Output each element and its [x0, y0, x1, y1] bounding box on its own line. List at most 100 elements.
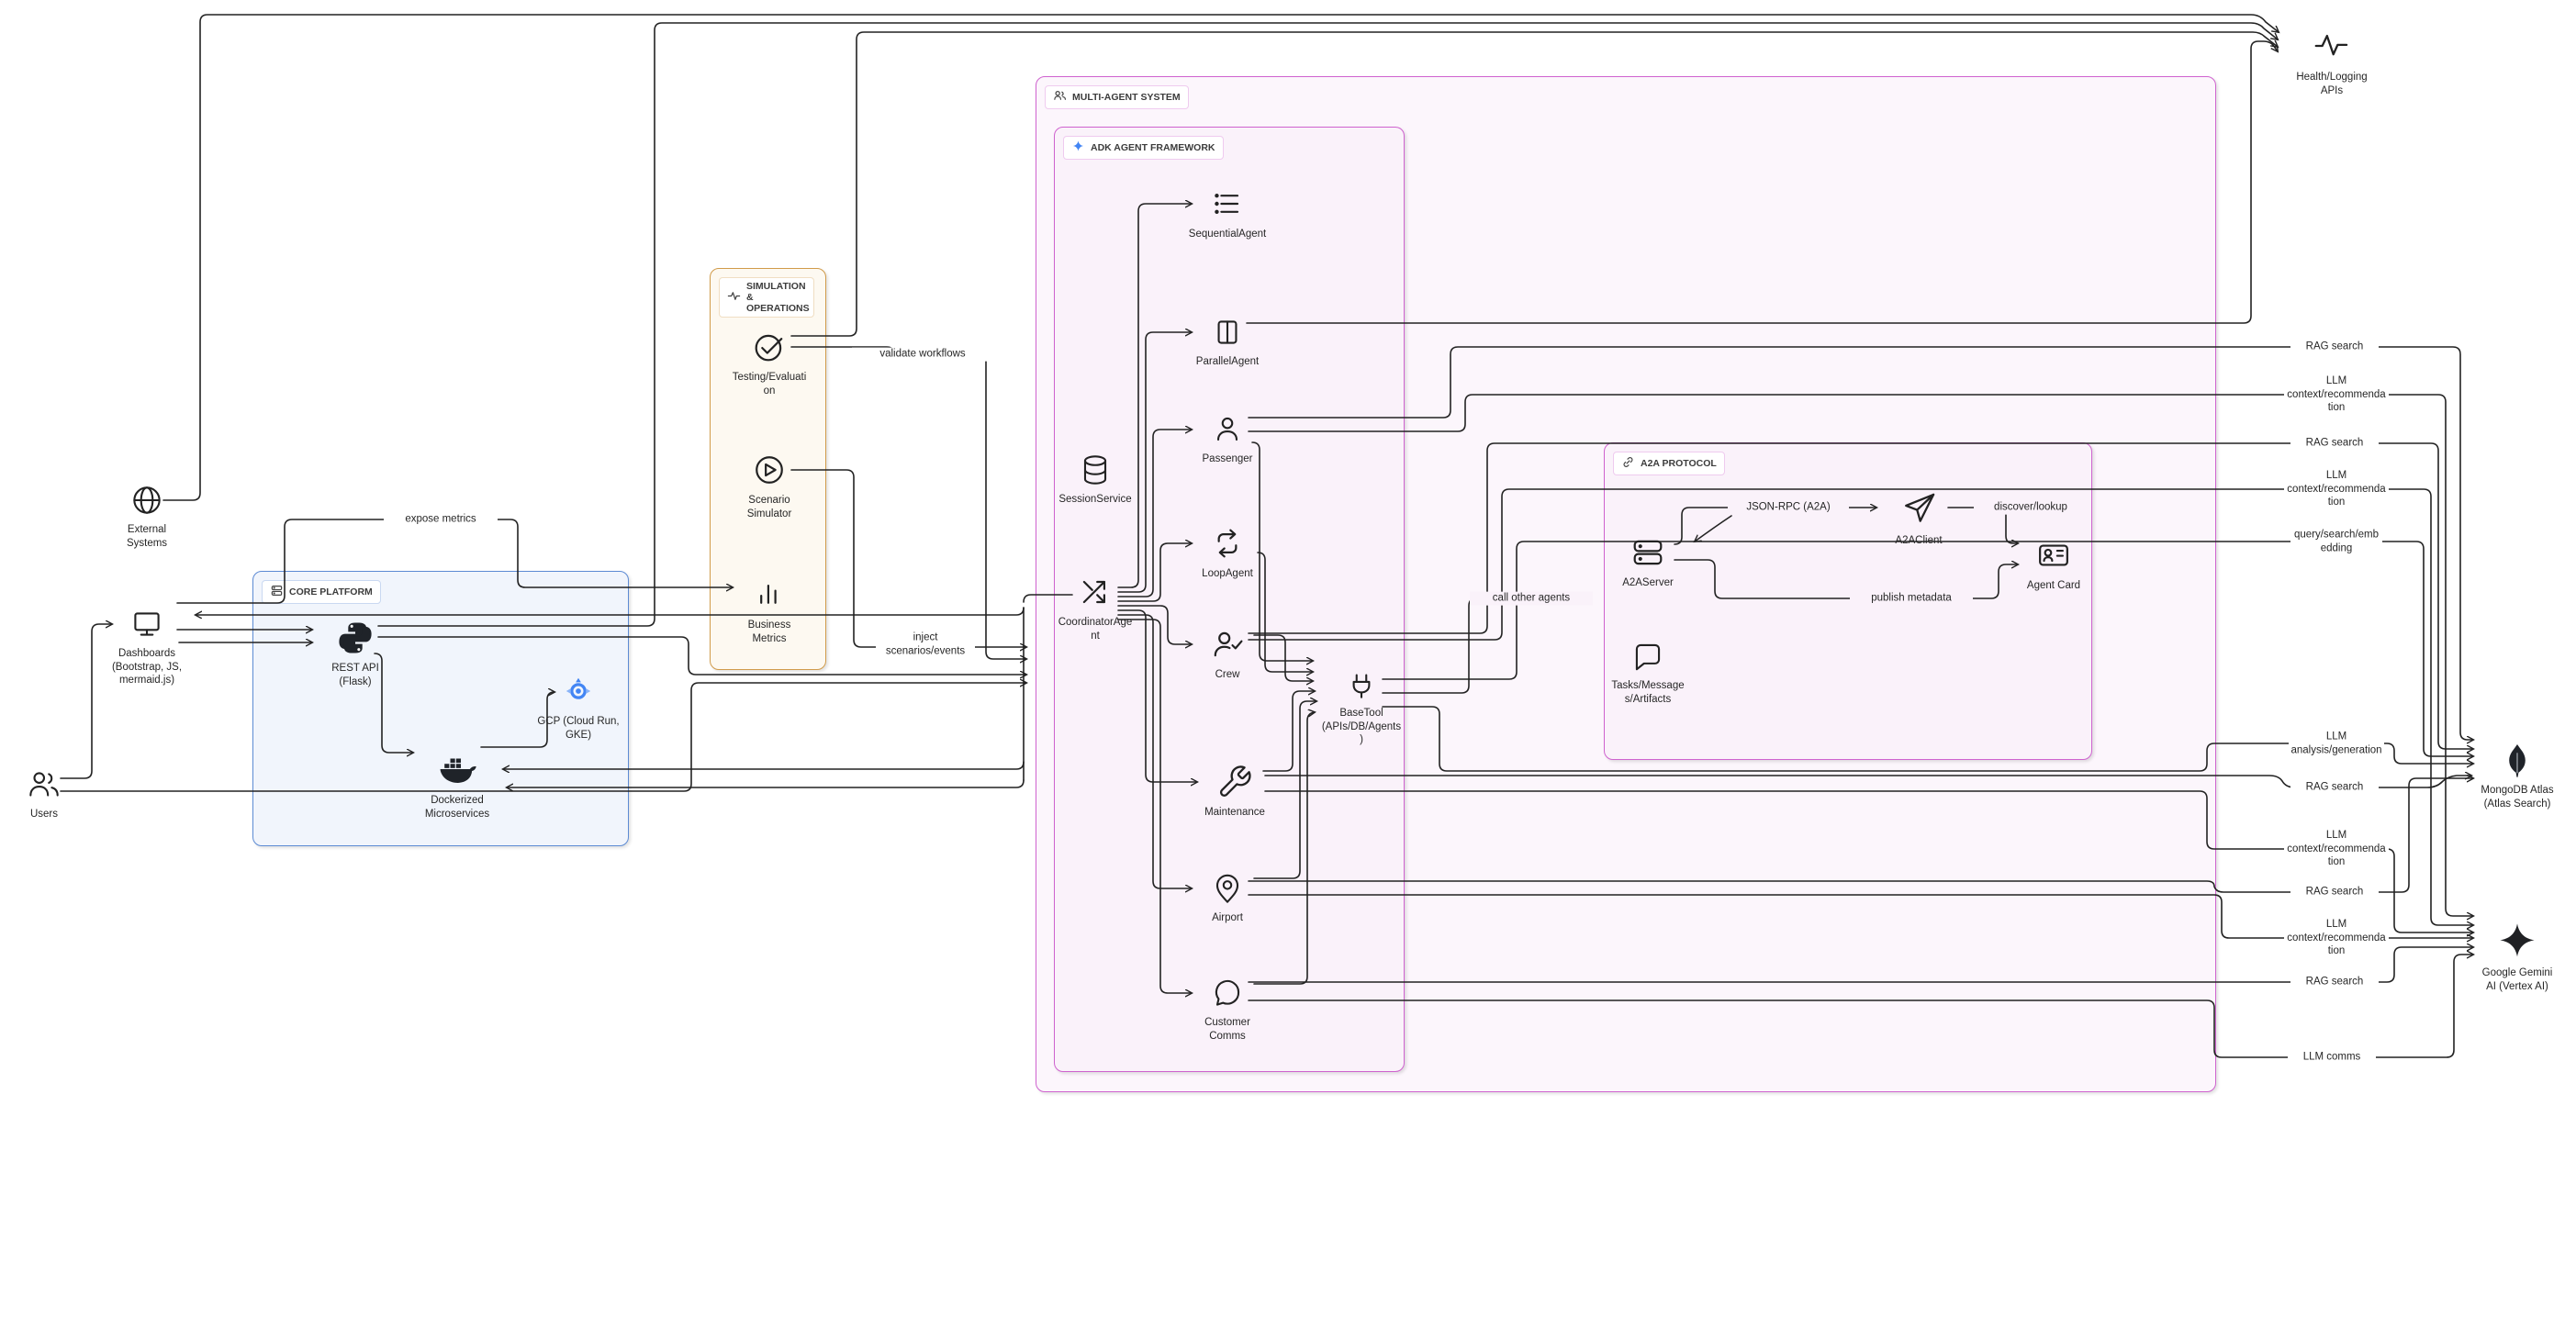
- edge-label-3: call other agents: [1470, 591, 1593, 606]
- edge-label-11: query/search/embedding: [2290, 528, 2382, 555]
- node-dashboards: Dashboards (Bootstrap, JS, mermaid.js): [105, 605, 189, 687]
- node-label-metrics: Business Metrics: [747, 620, 791, 644]
- check-circle-icon: [749, 327, 790, 367]
- edge-label-13: RAG search: [2290, 780, 2379, 795]
- plug-icon: [1342, 664, 1381, 703]
- node-label-maintenance: Maintenance: [1204, 807, 1265, 818]
- group-box-adk: [1054, 127, 1405, 1072]
- edge-label-15: RAG search: [2290, 885, 2379, 899]
- server-icon: [1628, 532, 1668, 573]
- edge-label-10: LLM context/recommendation: [2284, 468, 2389, 510]
- node-label-rest-api: REST API (Flask): [331, 663, 379, 687]
- node-health: Health/Logging APIs: [2292, 25, 2371, 97]
- pin-icon: [1208, 869, 1247, 908]
- edge-label-8: LLM context/recommendation: [2284, 374, 2389, 416]
- node-label-scenario: Scenario Simulator: [746, 495, 792, 519]
- node-customer-comms: Customer Comms: [1194, 974, 1260, 1043]
- node-label-airport: Airport: [1212, 912, 1243, 923]
- node-scenario: Scenario Simulator: [733, 450, 806, 520]
- node-loop-agent: LoopAgent: [1191, 523, 1264, 581]
- list-icon: [1207, 184, 1248, 224]
- node-label-session: SessionService: [1058, 494, 1132, 505]
- node-label-a2a-client: A2AClient: [1895, 535, 1943, 546]
- edge-label-18: LLM comms: [2288, 1050, 2376, 1065]
- edge-label-1: validate workflows: [852, 347, 993, 362]
- node-a2a-server: A2AServer: [1611, 532, 1685, 590]
- chat-icon: [1208, 974, 1247, 1012]
- node-label-mongodb: MongoDB Atlas (Atlas Search): [2481, 785, 2554, 810]
- edge-label-5: discover/lookup: [1974, 500, 2088, 515]
- database-icon: [1076, 451, 1114, 489]
- node-metrics: Business Metrics: [733, 575, 806, 645]
- edge-label-16: LLM context/recommendation: [2284, 917, 2389, 959]
- group-box-a2a: [1604, 442, 2092, 760]
- group-label-text: SIMULATION & OPERATIONS: [746, 281, 810, 315]
- group-label-mas: MULTI-AGENT SYSTEM: [1045, 85, 1189, 110]
- group-label-adk: ADK AGENT FRAMEWORK: [1063, 136, 1224, 161]
- node-label-gcp: GCP (Cloud Run, GKE): [537, 716, 620, 741]
- chat-square-icon: [1629, 637, 1667, 676]
- group-label-a2a: A2A PROTOCOL: [1613, 452, 1725, 476]
- node-docker: Dockerized Microservices: [411, 748, 503, 821]
- node-label-dashboards: Dashboards (Bootstrap, JS, mermaid.js): [111, 648, 183, 687]
- node-maintenance: Maintenance: [1193, 762, 1276, 820]
- node-external-systems: External Systems: [110, 481, 184, 550]
- node-label-coordinator: CoordinatorAgent: [1058, 617, 1133, 642]
- edge-label-2: inject scenarios/events: [876, 631, 975, 658]
- node-coordinator: CoordinatorAgent: [1057, 572, 1134, 642]
- node-airport: Airport: [1200, 869, 1255, 925]
- node-label-customer-comms: Customer Comms: [1204, 1017, 1250, 1042]
- python-icon: [335, 618, 375, 658]
- group-label-core: CORE PLATFORM: [262, 580, 381, 605]
- shuffle-icon: [1075, 572, 1115, 612]
- paper-plane-icon: [1898, 488, 1940, 530]
- node-label-agent-card: Agent Card: [2026, 580, 2081, 591]
- columns-icon: [1208, 313, 1247, 352]
- wrench-icon: [1215, 762, 1255, 802]
- gemini-icon: [2495, 919, 2539, 963]
- node-rest-api: REST API (Flask): [319, 618, 392, 688]
- node-tasks: Tasks/Messages/Artifacts: [1610, 637, 1686, 706]
- edge-label-6: publish metadata: [1850, 591, 1973, 606]
- node-sequential: SequentialAgent: [1188, 184, 1267, 241]
- node-basetool: BaseTool (APIs/DB/Agents): [1321, 664, 1402, 747]
- link-mini-icon: [1621, 455, 1635, 472]
- node-agent-card: Agent Card: [2017, 535, 2090, 593]
- node-crew: Crew: [1200, 624, 1255, 682]
- docker-icon: [436, 748, 478, 790]
- edge-label-7: RAG search: [2290, 340, 2379, 354]
- loop-icon: [1207, 523, 1248, 564]
- node-users: Users: [17, 765, 72, 821]
- monitor-icon: [128, 605, 166, 643]
- activity-mini-icon: [727, 289, 741, 306]
- bar-chart-icon: [749, 575, 790, 615]
- group-box-core: [252, 571, 629, 846]
- edge-label-12: LLM analysis/generation: [2289, 730, 2384, 757]
- node-passenger: Passenger: [1191, 410, 1264, 466]
- person-check-icon: [1207, 624, 1248, 664]
- id-card-icon: [2033, 535, 2074, 575]
- node-label-docker: Dockerized Microservices: [424, 795, 490, 820]
- edge-label-14: LLM context/recommendation: [2284, 828, 2389, 870]
- node-mongodb: MongoDB Atlas (Atlas Search): [2477, 740, 2558, 810]
- play-circle-icon: [749, 450, 790, 490]
- node-label-users: Users: [29, 809, 59, 820]
- person-icon: [1208, 410, 1247, 449]
- group-label-text: CORE PLATFORM: [289, 586, 373, 597]
- users-icon: [25, 765, 63, 804]
- node-label-basetool: BaseTool (APIs/DB/Agents): [1321, 708, 1402, 746]
- spark-mini-icon: [1071, 140, 1085, 156]
- gcp-icon: [558, 671, 599, 711]
- edge-label-9: RAG search: [2290, 436, 2379, 451]
- node-session: SessionService: [1058, 451, 1132, 507]
- edge-label-4: JSON-RPC (A2A): [1728, 500, 1849, 515]
- node-label-health: Health/Logging APIs: [2296, 72, 2368, 96]
- group-label-sim: SIMULATION & OPERATIONS: [719, 277, 814, 318]
- node-label-testing: Testing/Evaluation: [732, 372, 807, 396]
- node-label-passenger: Passenger: [1202, 453, 1253, 464]
- mongo-icon: [2497, 740, 2537, 780]
- group-label-text: A2A PROTOCOL: [1641, 458, 1717, 469]
- globe-icon: [128, 481, 166, 519]
- node-parallel: ParallelAgent: [1186, 313, 1269, 369]
